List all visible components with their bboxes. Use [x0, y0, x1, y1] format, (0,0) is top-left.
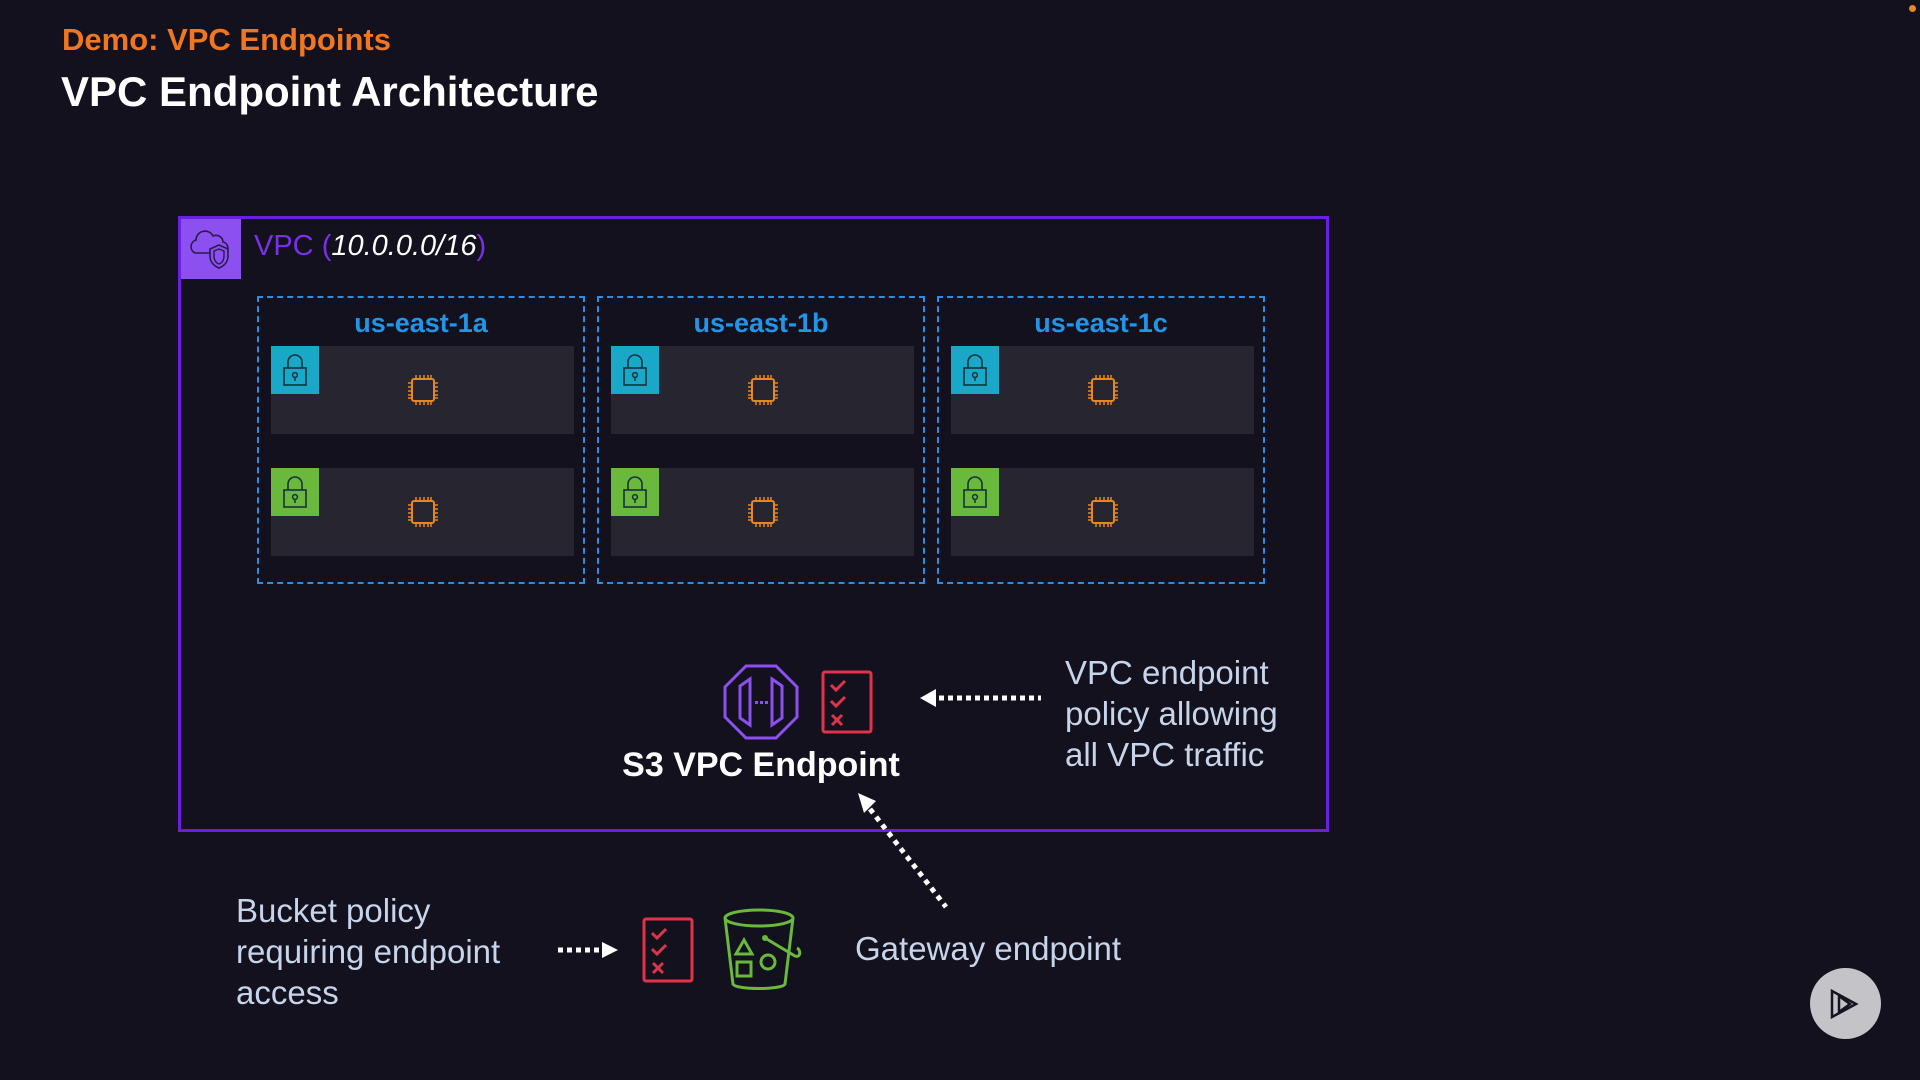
section-eyebrow: Demo: VPC Endpoints	[62, 22, 391, 57]
bucket-policy-checklist-icon	[642, 917, 694, 983]
vpc-cloud-shield-icon	[181, 219, 241, 279]
pluralsight-play-icon	[1830, 988, 1859, 1020]
az-label: us-east-1b	[693, 308, 829, 338]
lock-icon	[283, 476, 307, 508]
vpc-open-paren: (	[313, 230, 332, 262]
lock-icon	[623, 476, 647, 508]
gateway-endpoint-arrow	[858, 793, 948, 909]
gateway-endpoint-annotation: Gateway endpoint	[855, 930, 1122, 967]
vpc-container	[178, 216, 1329, 832]
vpc-endpoint-octagon-icon	[723, 664, 799, 740]
ec2-chip-icon	[1088, 375, 1118, 405]
private-subnet-lock-tile	[611, 346, 659, 394]
vpc-cidr: 10.0.0.0/16	[331, 230, 477, 262]
recording-indicator	[1909, 5, 1916, 12]
endpoint-policy-checklist-icon	[821, 670, 873, 734]
s3-vpc-endpoint-label: S3 VPC Endpoint	[622, 746, 900, 784]
endpoint-policy-arrow	[920, 689, 1041, 707]
vpc-close-paren: )	[476, 230, 487, 262]
annotation-line: Bucket policy	[236, 892, 431, 929]
slide-title: VPC Endpoint Architecture	[61, 68, 599, 115]
availability-zone: us-east-1c	[937, 296, 1265, 584]
annotation-line: requiring endpoint	[236, 933, 501, 970]
public-subnet-lock-tile	[951, 468, 999, 516]
annotation-line: policy allowing	[1065, 695, 1278, 732]
private-subnet	[951, 346, 1254, 434]
ec2-chip-icon	[748, 497, 778, 527]
private-subnet	[611, 346, 914, 434]
endpoint-policy-annotation: VPC endpoint policy allowing all VPC tra…	[1065, 652, 1278, 775]
public-subnet	[271, 468, 574, 556]
annotation-line: VPC endpoint	[1065, 654, 1269, 691]
public-subnet-lock-tile	[611, 468, 659, 516]
s3-bucket-icon	[723, 908, 802, 990]
public-subnet	[611, 468, 914, 556]
public-subnet-lock-tile	[271, 468, 319, 516]
lock-icon	[963, 476, 987, 508]
lock-icon	[963, 354, 987, 386]
vpc-name: VPC	[254, 230, 314, 262]
ec2-chip-icon	[1088, 497, 1118, 527]
ec2-chip-icon	[408, 497, 438, 527]
annotation-line: access	[236, 974, 339, 1011]
vpc-label: VPC (10.0.0.0/16)	[254, 230, 486, 263]
ec2-chip-icon	[748, 375, 778, 405]
az-label: us-east-1c	[1034, 308, 1168, 338]
lock-icon	[283, 354, 307, 386]
private-subnet-lock-tile	[951, 346, 999, 394]
private-subnet	[271, 346, 574, 434]
ec2-chip-icon	[408, 375, 438, 405]
availability-zone: us-east-1a	[257, 296, 585, 584]
private-subnet-lock-tile	[271, 346, 319, 394]
lock-icon	[623, 354, 647, 386]
bucket-policy-arrow	[558, 942, 618, 958]
annotation-line: all VPC traffic	[1065, 736, 1265, 773]
az-label: us-east-1a	[354, 308, 488, 338]
bucket-policy-annotation: Bucket policy requiring endpoint access	[236, 890, 500, 1013]
public-subnet	[951, 468, 1254, 556]
availability-zone: us-east-1b	[597, 296, 925, 584]
player-button[interactable]	[1810, 968, 1881, 1039]
